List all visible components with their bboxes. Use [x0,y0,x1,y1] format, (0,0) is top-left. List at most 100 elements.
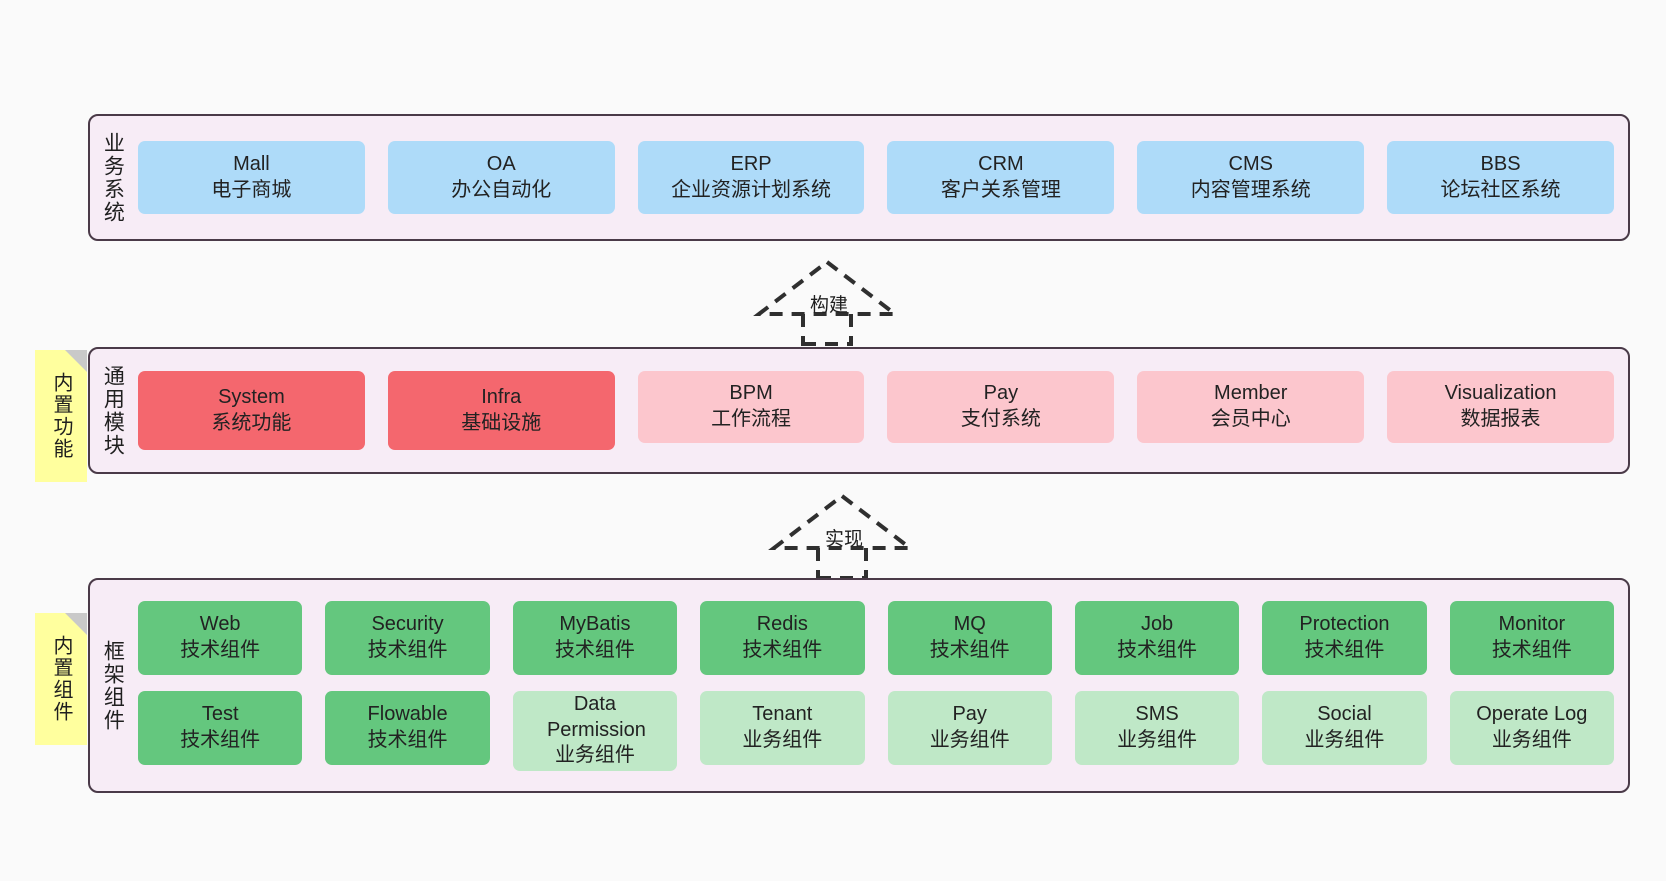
card-title: OA [486,152,516,175]
arrowhead-triangle-icon [768,493,916,550]
sticky-note-builtin-components: 内置组件 [35,613,87,745]
card-subtitle: 基础设施 [461,411,542,434]
card-web[interactable]: Web 技术组件 [138,600,303,675]
card-title: Data Permission [546,693,646,741]
card-title: Redis [756,612,808,635]
card-title: Mall [233,152,270,175]
card-subtitle: 业务组件 [1304,728,1385,751]
card-cms[interactable]: CMS 内容管理系统 [1137,141,1365,214]
card-title: CRM [978,152,1024,175]
card-row-business: Test 技术组件 Flowable 技术组件 Data Permission … [138,690,1614,771]
card-title: Visualization [1444,382,1557,405]
card-subtitle: 技术组件 [929,638,1010,661]
card-subtitle: 业务组件 [929,728,1010,751]
card-subtitle: 业务组件 [742,728,823,751]
card-subtitle: 业务组件 [1491,728,1572,751]
note-fold-icon [65,350,87,372]
card-redis[interactable]: Redis 技术组件 [700,600,865,675]
card-subtitle: 办公自动化 [451,178,552,201]
card-subtitle: 工作流程 [711,408,792,430]
card-subtitle: 客户关系管理 [940,178,1061,201]
card-social[interactable]: Social 业务组件 [1262,690,1427,765]
card-title: Infra [481,385,522,408]
card-mybatis[interactable]: MyBatis 技术组件 [512,600,678,675]
card-data-permission[interactable]: Data Permission 业务组件 [512,690,678,771]
card-oa[interactable]: OA 办公自动化 [387,141,615,214]
connector-label-build: 构建 [810,295,849,316]
card-erp[interactable]: ERP 企业资源计划系统 [637,141,865,214]
card-subtitle: 技术组件 [367,638,448,661]
card-title: BBS [1480,152,1521,175]
card-crm[interactable]: CRM 客户关系管理 [887,141,1115,214]
card-sms[interactable]: SMS 业务组件 [1074,690,1240,765]
card-system[interactable]: System 系统功能 [138,371,365,450]
connector-implement: 实现 [768,492,920,580]
card-bbs[interactable]: BBS 论坛社区系统 [1387,141,1614,214]
card-subtitle: 内容管理系统 [1190,178,1311,201]
layer-business-systems: 业务系统 Mall 电子商城 OA 办公自动化 ERP 企业资源计划系统 CRM… [88,114,1630,241]
card-title: Pay [983,382,1019,405]
card-title: Tenant [752,702,813,725]
card-subtitle: 技术组件 [180,728,261,751]
card-subtitle: 技术组件 [180,638,261,661]
card-subtitle: 业务组件 [554,744,635,767]
card-subtitle: 会员中心 [1210,408,1291,430]
card-title: Monitor [1498,612,1566,635]
card-title: Member [1214,382,1288,405]
layer-framework-components: 框架组件 Web 技术组件 Security 技术组件 MyBatis 技术组件… [88,578,1630,793]
card-subtitle: 业务组件 [1117,728,1198,751]
card-title: System [218,385,285,408]
card-subtitle: 技术组件 [1117,638,1198,661]
card-subtitle: 技术组件 [554,638,635,661]
note-fold-icon [65,613,87,635]
card-title: Protection [1299,612,1390,635]
sticky-note-label: 内置组件 [50,635,72,723]
layer-title-common-modules: 通用模块 [101,364,125,457]
card-monitor[interactable]: Monitor 技术组件 [1449,600,1614,675]
card-title: Web [199,612,241,635]
sticky-note-builtin-functions: 内置功能 [35,350,87,482]
connector-build: 构建 [753,258,905,346]
card-row: Mall 电子商城 OA 办公自动化 ERP 企业资源计划系统 CRM 客户关系… [138,141,1614,214]
card-title: MQ [953,612,986,635]
card-subtitle: 数据报表 [1460,408,1541,430]
layer-body-business-systems: Mall 电子商城 OA 办公自动化 ERP 企业资源计划系统 CRM 客户关系… [134,116,1628,239]
card-title: MyBatis [559,612,631,635]
card-mall[interactable]: Mall 电子商城 [138,141,365,214]
layer-common-modules: 通用模块 System 系统功能 Infra 基础设施 BPM 工作流程 Pay… [88,347,1630,474]
card-flowable[interactable]: Flowable 技术组件 [325,690,490,765]
card-subtitle: 技术组件 [1491,638,1572,661]
card-title: SMS [1135,702,1179,725]
card-protection[interactable]: Protection 技术组件 [1262,600,1427,675]
card-pay[interactable]: Pay 支付系统 [887,371,1115,443]
card-job[interactable]: Job 技术组件 [1074,600,1240,675]
card-title: Social [1317,702,1372,725]
card-row: System 系统功能 Infra 基础设施 BPM 工作流程 Pay 支付系统… [138,371,1614,450]
card-title: Operate Log [1476,702,1588,725]
card-mq[interactable]: MQ 技术组件 [887,600,1052,675]
card-title: Test [201,702,239,725]
card-subtitle: 电子商城 [211,178,292,201]
layer-body-common-modules: System 系统功能 Infra 基础设施 BPM 工作流程 Pay 支付系统… [134,349,1628,472]
card-subtitle: 系统功能 [211,411,292,434]
card-tenant[interactable]: Tenant 业务组件 [700,690,865,765]
card-title: ERP [730,152,772,175]
card-row-technical: Web 技术组件 Security 技术组件 MyBatis 技术组件 Redi… [138,600,1614,675]
card-pay-component[interactable]: Pay 业务组件 [887,690,1052,765]
card-bpm[interactable]: BPM 工作流程 [637,371,865,443]
card-title: CMS [1228,152,1273,175]
card-subtitle: 技术组件 [367,728,448,751]
card-title: Security [371,612,444,635]
card-subtitle: 支付系统 [960,408,1041,430]
card-visualization[interactable]: Visualization 数据报表 [1387,371,1614,443]
card-infra[interactable]: Infra 基础设施 [387,371,615,450]
card-test[interactable]: Test 技术组件 [138,690,303,765]
card-operate-log[interactable]: Operate Log 业务组件 [1449,690,1614,765]
card-member[interactable]: Member 会员中心 [1137,371,1365,443]
layer-title-business-systems: 业务系统 [101,131,125,224]
card-title: Job [1140,612,1174,635]
card-security[interactable]: Security 技术组件 [325,600,490,675]
card-title: Pay [952,702,987,725]
card-title: BPM [729,382,773,405]
